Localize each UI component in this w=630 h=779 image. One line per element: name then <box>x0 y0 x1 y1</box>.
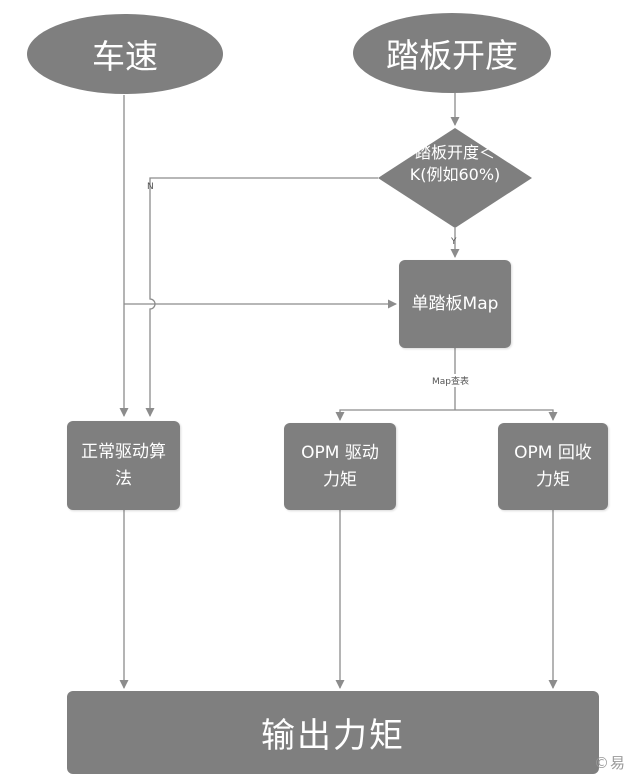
pedal-opening-label: 踏板开度 <box>386 36 518 75</box>
edge-label-yes: Y <box>451 237 457 247</box>
vehicle-speed-label: 车速 <box>92 37 158 76</box>
single-pedal-map-label: 单踏板Map <box>411 293 499 314</box>
decision-label: 踏板开度＜K(例如60%) <box>409 143 501 185</box>
edge-label-no: N <box>147 182 154 192</box>
edge-to-opm-regen <box>455 409 558 421</box>
opm-regen-node: OPM 回收力矩 <box>498 423 608 510</box>
output-torque-node: 输出力矩 <box>67 691 599 774</box>
opm-regen-label: OPM 回收力矩 <box>514 443 592 490</box>
decision-diamond <box>378 128 532 228</box>
single-pedal-map-node: 单踏板Map <box>399 260 511 348</box>
output-torque-label: 输出力矩 <box>261 716 405 756</box>
vehicle-speed-node: 车速 <box>27 14 223 94</box>
edge-label-map-lookup: Map查表 <box>431 374 470 387</box>
opm-drive-node: OPM 驱动力矩 <box>284 423 396 510</box>
opm-drive-label: OPM 驱动力矩 <box>301 443 379 490</box>
normal-drive-node: 正常驱动算法 <box>67 421 180 510</box>
watermark-logo: ©易 <box>593 754 626 772</box>
edge-decision-no <box>145 177 378 417</box>
normal-drive-label: 正常驱动算法 <box>81 442 166 489</box>
edge-to-opm-drive <box>335 409 455 421</box>
pedal-opening-node: 踏板开度 <box>353 13 551 93</box>
